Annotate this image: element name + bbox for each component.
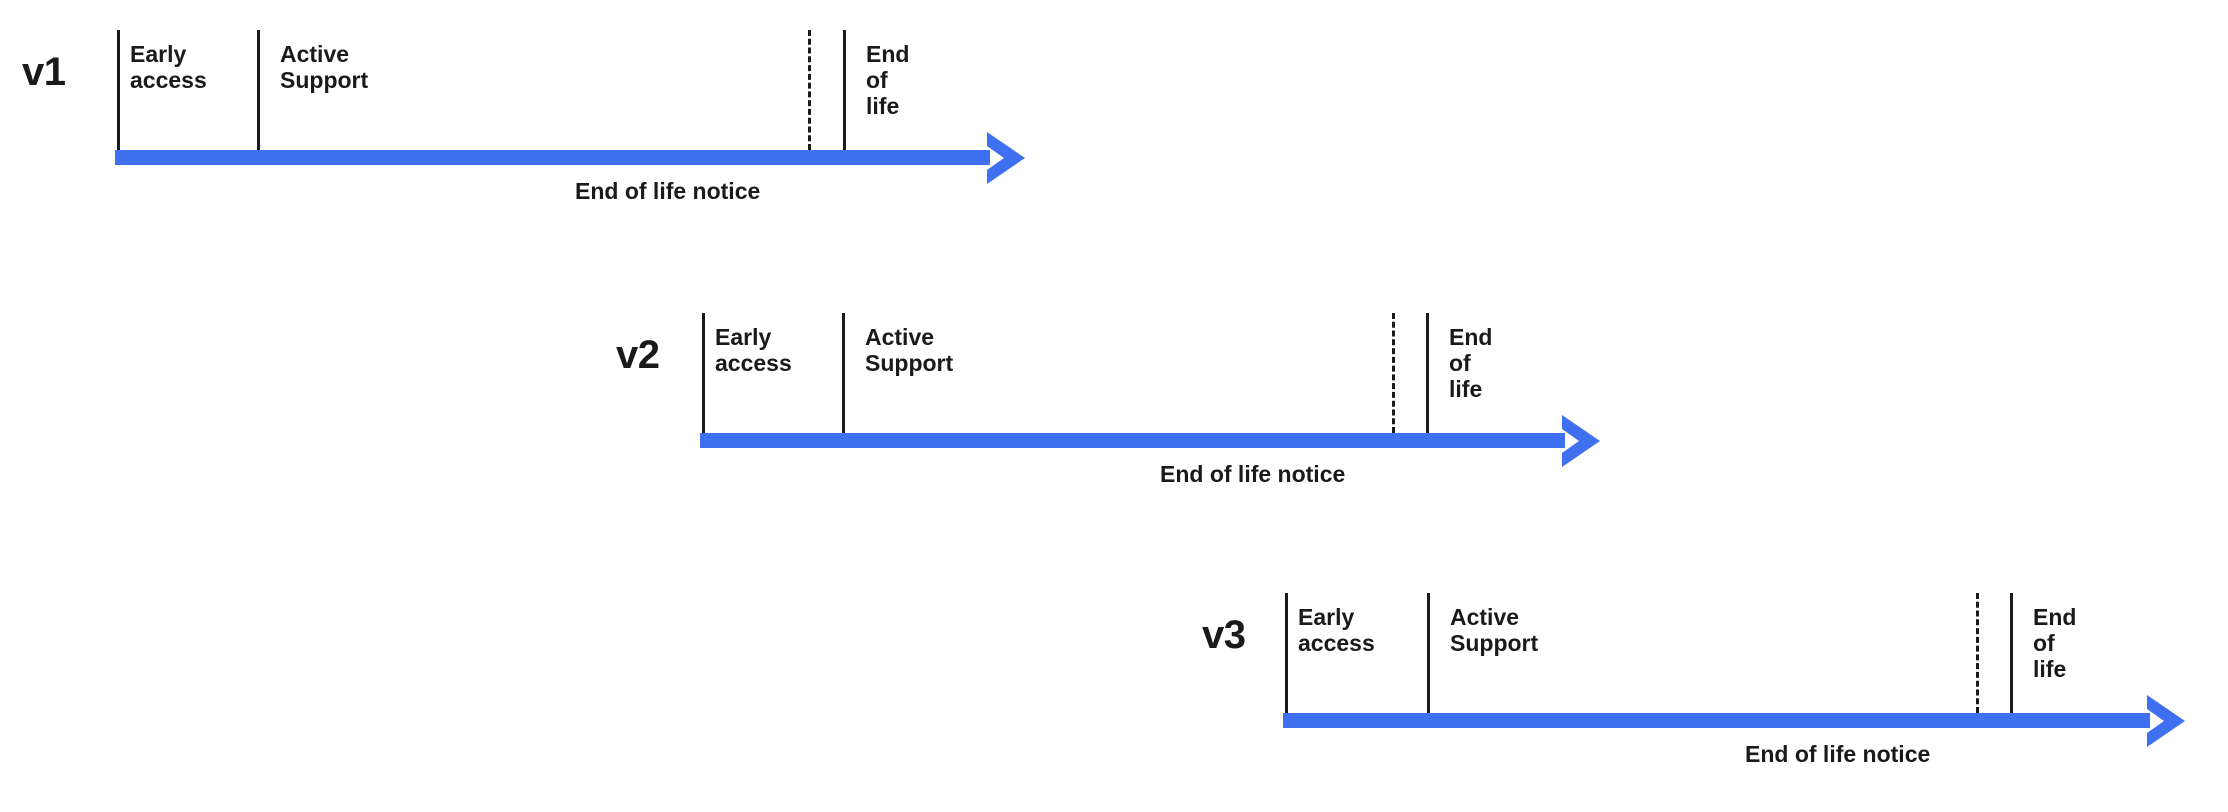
divider-early-access-start-v1 (117, 30, 120, 150)
phase-label-early-access-v2: Early access (715, 324, 792, 376)
phase-label-end-of-life-v2: End of life (1449, 324, 1493, 402)
divider-end-of-life-notice-v3 (1976, 593, 1979, 713)
phase-label-early-access-v1: Early access (130, 41, 207, 93)
divider-early-access-start-v3 (1285, 593, 1288, 713)
arrow-right-icon-v3 (2147, 695, 2185, 747)
notice-label-end-of-life-notice-v2: End of life notice (1160, 461, 1346, 487)
arrow-right-icon-v2 (1562, 415, 1600, 467)
notice-label-end-of-life-notice-v1: End of life notice (575, 178, 761, 204)
phase-label-active-support-v1: Active Support (280, 41, 369, 93)
timeline-bar-v1 (115, 150, 990, 165)
phase-label-early-access-v3: Early access (1298, 604, 1375, 656)
phase-label-active-support-v3: Active Support (1450, 604, 1539, 656)
phase-label-end-of-life-v3: End of life (2033, 604, 2077, 682)
divider-end-of-life-start-v3 (2010, 593, 2013, 713)
divider-end-of-life-notice-v1 (808, 30, 811, 150)
phase-label-active-support-v2: Active Support (865, 324, 954, 376)
divider-active-support-start-v2 (842, 313, 845, 433)
version-label-v1: v1 (22, 50, 66, 94)
phase-label-end-of-life-v1: End of life (866, 41, 910, 119)
version-label-v2: v2 (616, 333, 660, 377)
divider-end-of-life-start-v2 (1426, 313, 1429, 433)
divider-active-support-start-v3 (1427, 593, 1430, 713)
divider-early-access-start-v2 (702, 313, 705, 433)
timeline-bar-v3 (1283, 713, 2150, 728)
version-label-v3: v3 (1202, 613, 1246, 657)
divider-end-of-life-start-v1 (843, 30, 846, 150)
divider-active-support-start-v1 (257, 30, 260, 150)
divider-end-of-life-notice-v2 (1392, 313, 1395, 433)
arrow-right-icon-v1 (987, 132, 1025, 184)
timeline-bar-v2 (700, 433, 1565, 448)
notice-label-end-of-life-notice-v3: End of life notice (1745, 741, 1931, 767)
